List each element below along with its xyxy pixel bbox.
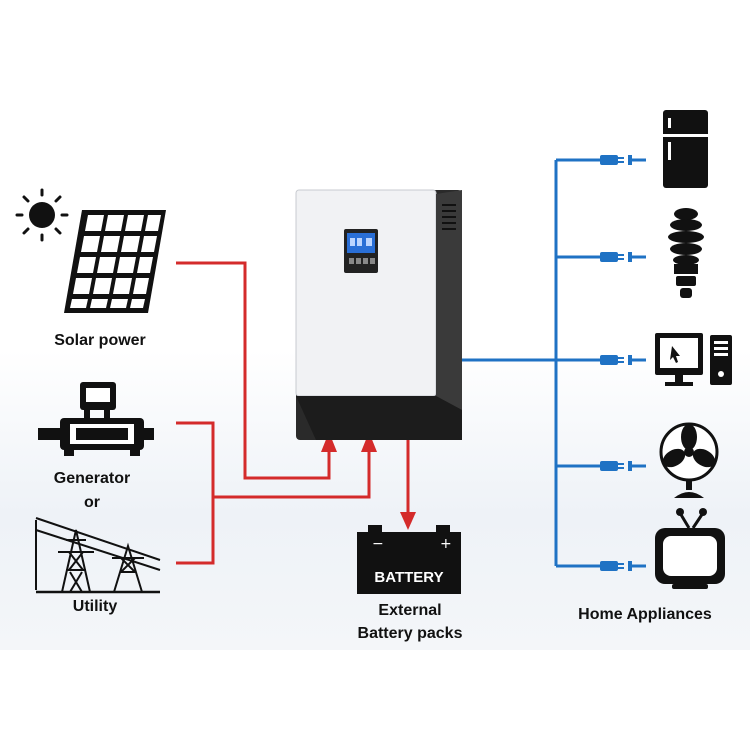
input-lines — [176, 261, 410, 565]
tv-icon — [655, 508, 725, 589]
computer-icon — [655, 333, 732, 386]
battery-icon: − + BATTERY — [357, 525, 461, 594]
plug-icon — [600, 561, 646, 571]
or-label: or — [84, 494, 100, 511]
fridge-icon — [663, 110, 708, 188]
plug-icon — [600, 355, 646, 365]
generator-arrow-head — [361, 432, 377, 452]
svg-text:−: − — [372, 536, 384, 552]
generator-label: Generator — [53, 470, 131, 487]
plug-icon — [600, 461, 646, 471]
solar-power-label: Solar power — [54, 332, 146, 349]
lcd-digits — [350, 238, 372, 246]
vent-slots — [442, 204, 456, 230]
bulb-icon — [668, 208, 704, 298]
solar-input-line — [176, 261, 331, 480]
plug-icons — [600, 155, 646, 571]
inverter-icon — [295, 189, 462, 440]
battery-label-line1: External — [378, 602, 442, 619]
fan-icon — [659, 422, 719, 498]
home-appliances-label: Home Appliances — [578, 606, 712, 623]
solar-arrow-head — [321, 432, 337, 452]
output-lines — [462, 158, 600, 568]
utility-input-line — [176, 497, 215, 565]
control-buttons — [349, 258, 375, 264]
plug-icon — [600, 155, 646, 165]
battery-arrow-head — [400, 512, 416, 530]
utility-icon — [35, 517, 161, 594]
solar-panel-icon — [64, 210, 166, 313]
battery-box-text: BATTERY — [374, 569, 443, 586]
svg-text:+: + — [440, 536, 452, 552]
utility-label: Utility — [72, 598, 118, 615]
plug-icon — [600, 252, 646, 262]
sun-icon — [15, 188, 69, 242]
battery-label-line2: Battery packs — [357, 625, 463, 642]
generator-icon — [38, 382, 154, 456]
